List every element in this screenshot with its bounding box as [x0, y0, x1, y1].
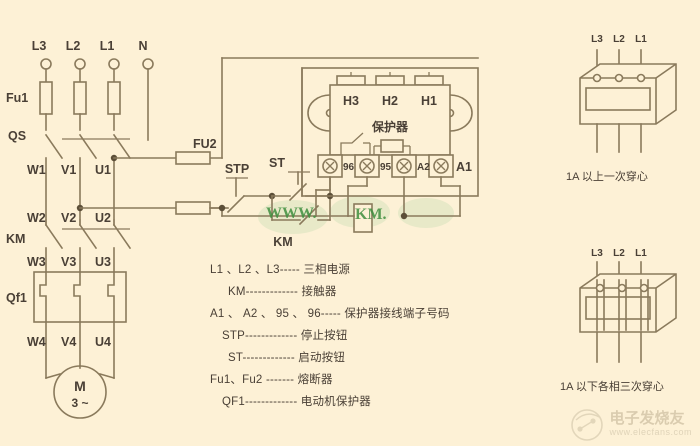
legend-dashes-2: ----- — [320, 308, 341, 320]
label-fu1: Fu1 — [6, 91, 28, 105]
control-return-rail — [218, 204, 355, 217]
supply-terminals — [40, 58, 154, 70]
label-term-95: 95 — [380, 162, 392, 173]
label-h3: H3 — [343, 94, 359, 108]
brand-text: 电子发烧友 www.elecfans.com — [609, 412, 692, 437]
watermark-blob-right — [398, 198, 454, 228]
ct-diagram-1 — [579, 49, 677, 153]
legend-dashes-1: ------------- — [245, 286, 299, 298]
brand-url: www.elecfans.com — [609, 427, 692, 438]
legend-symbol-1: KM — [228, 286, 246, 298]
label-w4: W4 — [27, 335, 46, 349]
label-u4: U4 — [95, 335, 111, 349]
label-term-a2: A2 — [417, 162, 430, 173]
ct1-label-l1: L1 — [635, 34, 647, 45]
legend-meaning-3: 停止按钮 — [300, 330, 348, 342]
legend-meaning-1: 接触器 — [301, 286, 337, 298]
legend-symbol-3: STP — [222, 330, 245, 342]
protector-terminal-blocks — [317, 154, 454, 178]
legend-symbol-5: Fu1、Fu2 — [210, 374, 263, 386]
legend-meaning-0: 三相电源 — [303, 264, 351, 276]
protector-internal-contact — [340, 132, 371, 155]
protector-internal-coil — [373, 139, 411, 155]
ct-diagram-2 — [579, 261, 677, 363]
legend-dashes-0: ----- — [279, 264, 300, 276]
legend-meaning-2: 保护器接线端子号码 — [344, 308, 450, 320]
ct2-label-l2: L2 — [613, 248, 625, 259]
label-h1: H1 — [421, 94, 437, 108]
label-v2: V2 — [61, 211, 76, 225]
label-v3: V3 — [61, 255, 76, 269]
brand-logo-icon — [571, 409, 604, 441]
legend-row-1: KM------------- 接触器 — [228, 283, 337, 299]
legend-row-0: L1 、L2 、L3----- 三相电源 — [210, 261, 350, 277]
label-term-a1: A1 — [456, 160, 472, 174]
legend-meaning-6: 电动机保护器 — [300, 396, 371, 408]
brand-name-cn: 电子发烧友 — [609, 411, 685, 428]
label-supply-n: N — [138, 39, 147, 53]
ct-caption-2: 1A 以下各相三次穿心 — [560, 381, 664, 393]
legend-symbol-4: ST — [228, 352, 243, 364]
label-km-holding: KM — [273, 235, 292, 249]
protector-output-wiring — [315, 176, 461, 220]
label-h2: H2 — [382, 94, 398, 108]
protector-top-tabs — [336, 72, 444, 86]
legend-symbol-6: QF1 — [222, 396, 245, 408]
watermark-green-right: KM. — [355, 206, 387, 223]
stop-button-stp — [221, 177, 273, 214]
legend-meaning-4: 启动按钮 — [298, 352, 346, 364]
label-qs: QS — [8, 129, 26, 143]
legend-dashes-4: ------------- — [242, 352, 295, 364]
legend-dashes-3: ------------- — [244, 330, 298, 342]
label-protector-body: 保护器 — [371, 119, 409, 134]
label-supply-l2: L2 — [66, 39, 81, 53]
legend-row-2: A1 、 A2 、 95 、 96----- 保护器接线端子号码 — [210, 305, 450, 321]
label-qf1: Qf1 — [6, 291, 27, 305]
legend-dashes-6: ------------- — [244, 396, 298, 408]
legend-dashes-5: ------- — [265, 374, 295, 386]
label-w3: W3 — [27, 255, 46, 269]
legend-row-3: STP------------- 停止按钮 — [222, 327, 348, 343]
label-stp: STP — [225, 162, 249, 176]
label-supply-l3: L3 — [32, 39, 47, 53]
label-supply-l1: L1 — [100, 39, 115, 53]
ct-caption-1: 1A 以上一次穿心 — [566, 171, 648, 183]
contactor-main-contacts-km — [44, 219, 132, 273]
label-w1: W1 — [27, 163, 46, 177]
label-u3: U3 — [95, 255, 111, 269]
ct2-label-l3: L3 — [591, 248, 603, 259]
legend-symbol-0: L1 、L2 、L3 — [210, 264, 280, 276]
label-km-contacts: KM — [6, 232, 25, 246]
ct1-label-l3: L3 — [591, 34, 603, 45]
label-motor-m: M — [74, 378, 86, 394]
legend-row-5: Fu1、Fu2 ------- 熔断器 — [210, 371, 333, 387]
label-v4: V4 — [61, 335, 76, 349]
label-fu2: FU2 — [193, 137, 217, 151]
control-fuses-fu2 — [175, 151, 223, 215]
brand-watermark: 电子发烧友 www.elecfans.com — [570, 408, 692, 442]
fuse-group-fu1 — [39, 68, 149, 141]
label-u2: U2 — [95, 211, 111, 225]
disconnect-switch-qs — [44, 133, 132, 226]
label-motor-phase: 3 ~ — [71, 396, 88, 410]
label-term-96: 96 — [343, 162, 355, 173]
motor-symbol — [45, 365, 115, 419]
legend-meaning-5: 熔断器 — [297, 374, 333, 386]
watermark-green-left: WWW. — [266, 205, 317, 222]
label-v1: V1 — [61, 163, 76, 177]
ct2-label-l1: L1 — [635, 248, 647, 259]
ct1-label-l2: L2 — [613, 34, 625, 45]
contactor-coil-km — [353, 203, 373, 233]
legend-symbol-2: A1 、 A2 、 95 、 96 — [210, 308, 321, 320]
motor-protector-block-qf1 — [33, 271, 127, 379]
legend-row-4: ST------------- 启动按钮 — [228, 349, 345, 365]
label-st: ST — [269, 156, 285, 170]
label-w2: W2 — [27, 211, 46, 225]
label-u1: U1 — [95, 163, 111, 177]
legend-row-6: QF1------------- 电动机保护器 — [222, 393, 371, 409]
